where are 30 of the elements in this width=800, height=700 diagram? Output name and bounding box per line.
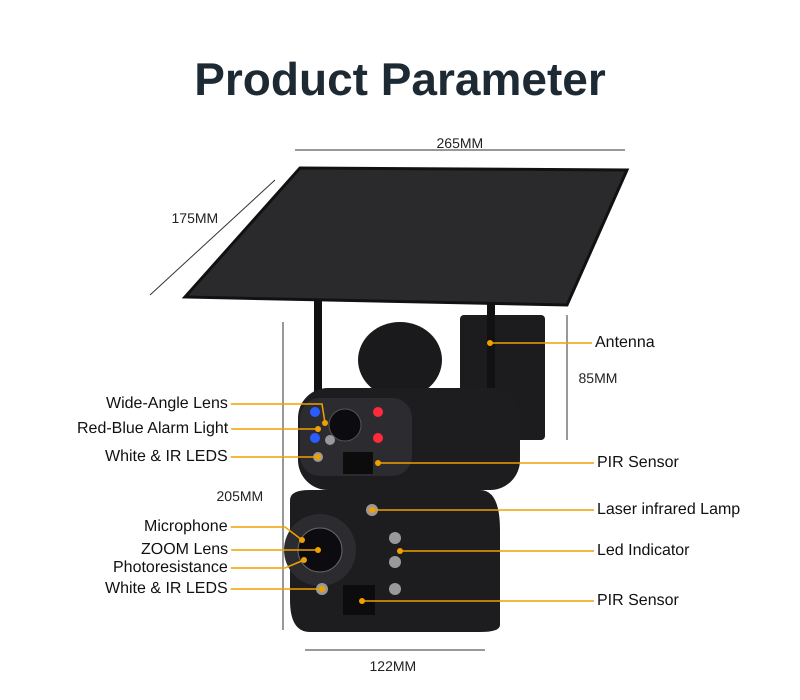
leader-line <box>230 557 307 569</box>
dimension-label: 205MM <box>216 488 264 504</box>
callout-label: Laser infrared Lamp <box>597 501 740 519</box>
dimension-label: 175MM <box>172 210 218 226</box>
leader-line <box>230 526 305 543</box>
leader-line <box>369 507 594 513</box>
callout-label: Red-Blue Alarm Light <box>77 420 228 438</box>
callout-label: Photoresistance <box>113 559 228 577</box>
leader-line <box>230 454 321 460</box>
leader-line <box>231 547 321 553</box>
callout-label: PIR Sensor <box>597 454 679 472</box>
title: Product Parameter <box>193 52 607 106</box>
leader-line <box>230 586 325 592</box>
callout-label: Wide-Angle Lens <box>106 395 228 413</box>
callout-label: ZOOM Lens <box>141 541 228 559</box>
callout-label: Microphone <box>144 518 228 536</box>
callout-label: Led Indicator <box>597 542 690 560</box>
callout-label: Antenna <box>595 334 655 352</box>
leader-line <box>231 426 321 432</box>
leader-line <box>375 460 594 466</box>
leader-line <box>230 403 328 426</box>
callout-label: White & IR LEDS <box>105 448 228 466</box>
dimension-label: 85MM <box>578 370 618 386</box>
dimension-label: 265MM <box>436 135 484 151</box>
leader-line <box>487 340 592 346</box>
callout-label: White & IR LEDS <box>105 580 228 598</box>
dimension-label: 122MM <box>370 658 416 674</box>
leader-line <box>359 598 594 604</box>
leader-line <box>397 548 594 554</box>
callout-label: PIR Sensor <box>597 592 679 610</box>
